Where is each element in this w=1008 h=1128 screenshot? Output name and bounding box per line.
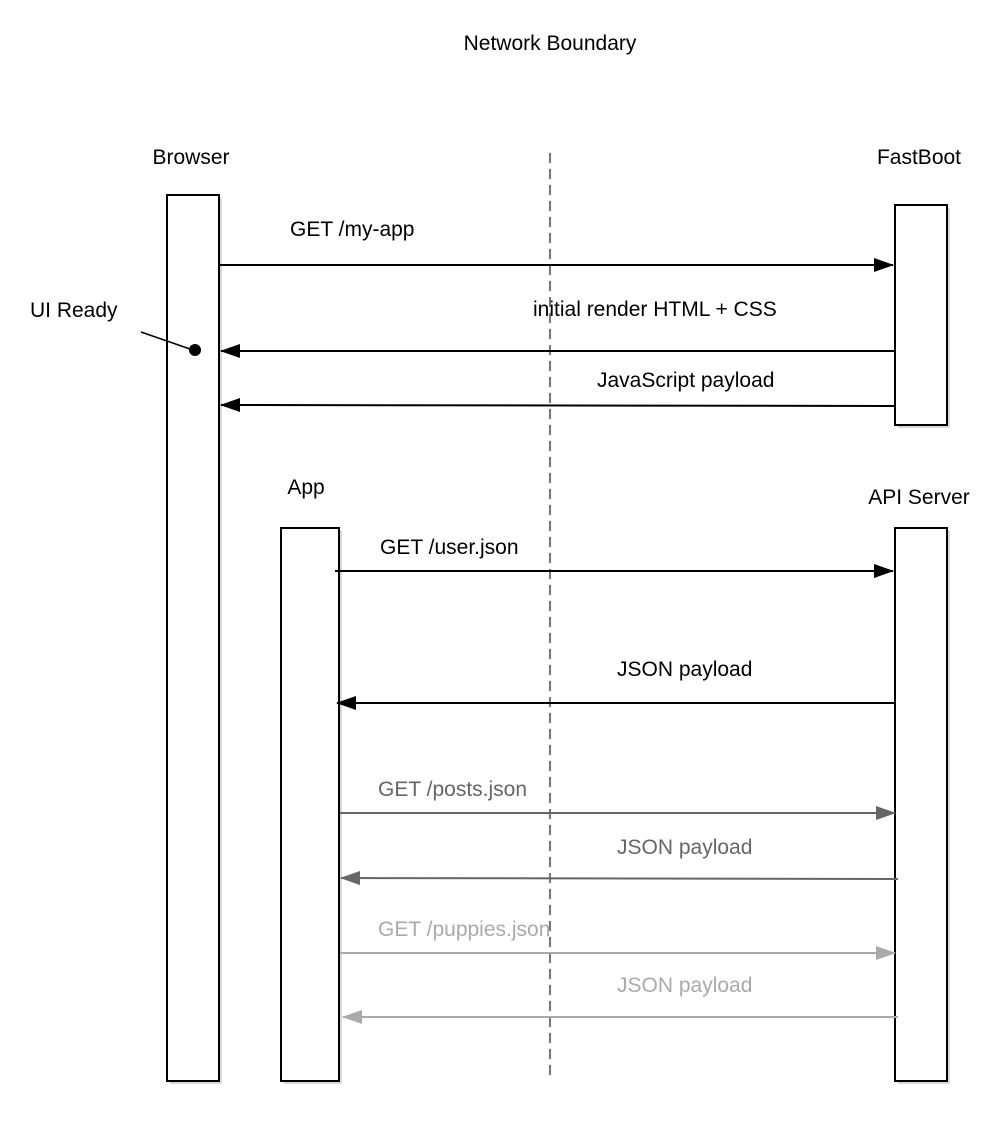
message-label: GET /puppies.json bbox=[378, 918, 550, 941]
message-label: JavaScript payload bbox=[597, 369, 774, 392]
message-get-puppies-json: GET /puppies.json bbox=[340, 918, 896, 960]
activation-fastboot bbox=[894, 204, 950, 428]
message-json-payload-user: JSON payload bbox=[336, 658, 895, 710]
diagram-title: Network Boundary bbox=[464, 32, 637, 55]
ui-ready-label: UI Ready bbox=[30, 299, 118, 322]
ui-ready-annotation: UI Ready bbox=[30, 299, 201, 356]
message-json-payload-puppies: JSON payload bbox=[342, 974, 898, 1024]
message-get-posts-json: GET /posts.json bbox=[340, 778, 896, 820]
ui-ready-pointer bbox=[140, 331, 191, 350]
message-label: JSON payload bbox=[617, 836, 752, 859]
message-arrow bbox=[220, 398, 896, 413]
participant-label-app: App bbox=[287, 476, 324, 499]
activation-browser bbox=[166, 194, 222, 1084]
message-label: JSON payload bbox=[617, 658, 752, 681]
participant-label-api-server: API Server bbox=[868, 486, 970, 509]
message-get-my-app: GET /my-app bbox=[220, 218, 894, 272]
message-json-payload-posts: JSON payload bbox=[340, 836, 899, 886]
message-label: initial render HTML + CSS bbox=[533, 298, 777, 321]
message-arrow bbox=[340, 871, 899, 886]
participant-label-browser: Browser bbox=[152, 146, 229, 169]
message-get-user-json: GET /user.json bbox=[335, 536, 894, 578]
message-label: JSON payload bbox=[617, 974, 752, 997]
message-label: GET /posts.json bbox=[378, 778, 527, 801]
message-label: GET /my-app bbox=[290, 218, 414, 241]
message-javascript-payload: JavaScript payload bbox=[220, 369, 896, 413]
message-label: GET /user.json bbox=[380, 536, 519, 559]
ui-ready-dot bbox=[189, 344, 201, 356]
activation-api-server bbox=[894, 527, 950, 1084]
activation-app bbox=[280, 527, 342, 1084]
participant-label-fastboot: FastBoot bbox=[877, 146, 961, 169]
message-initial-render: initial render HTML + CSS bbox=[220, 298, 895, 358]
